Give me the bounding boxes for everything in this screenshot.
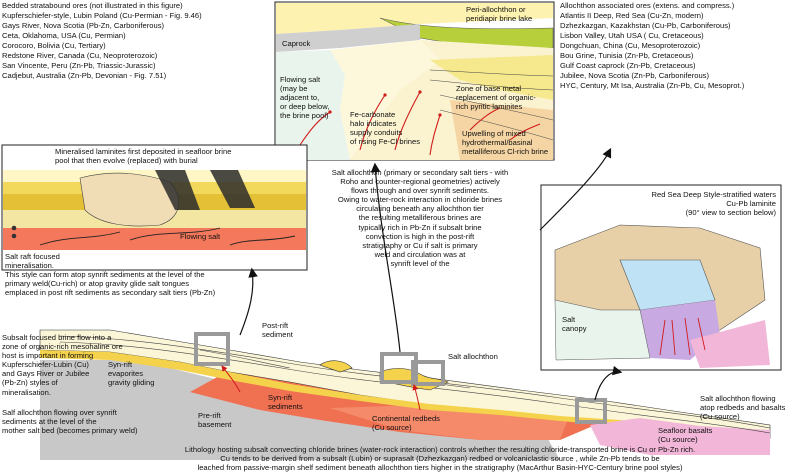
highlight-box-raft bbox=[380, 352, 418, 384]
salt-raft-text: Salt raft focused mineralisation. This s… bbox=[5, 252, 216, 298]
postrift-sediment-label: Post-rift sediment bbox=[262, 321, 293, 340]
main-cross-section bbox=[39, 329, 771, 460]
inset-red-sea bbox=[540, 184, 782, 371]
connector-arrows bbox=[239, 147, 623, 401]
allochthon-item-6: Gulf Coast caprock (Zn-Pb, Cretaceous) bbox=[560, 61, 696, 70]
synrift-sediments-label: Syn-rift sediments bbox=[268, 393, 303, 412]
synrift-evaporites-label: Syn-rift evaporites gravity gliding bbox=[108, 360, 155, 388]
allochthon-item-1: Atlantis II Deep, Red Sea (Cu-Zn, modern… bbox=[560, 11, 704, 20]
allochthon-item-4: Dongchuan, China (Cu, Mesoproterozoic) bbox=[560, 41, 701, 50]
allochthon-item-5: Bou Grine, Tunisia (Zn-Pb, Cretaceous) bbox=[560, 51, 694, 60]
bedded-item-5: Redstone River, Canada (Cu, Neoproterozo… bbox=[2, 51, 158, 60]
mother-salt-text: Salf allochthon flowing over synrift sed… bbox=[2, 408, 138, 436]
peri-allochthon-label: Peri-allochthon or peridiapir brine lake bbox=[466, 5, 533, 24]
seafloor-basalts-label: Seafloor basalts (Cu source) bbox=[658, 426, 713, 445]
allochthon-item-7: Jubilee, Nova Scotia (Zn-Pb, Carbonifero… bbox=[560, 71, 709, 80]
prerift-basement-label: Pre-rift basement bbox=[198, 411, 232, 430]
bedded-item-6: San Vincente, Peru (Zn-Pb, Triassic-Jura… bbox=[2, 61, 156, 70]
highlight-box-allochthon bbox=[411, 360, 445, 386]
flowing-salt-body bbox=[276, 50, 350, 160]
caprock-label: Caprock bbox=[282, 39, 311, 48]
allochthon-item-3: Lisbon Valley, Utah USA ( Cu, Cretaceous… bbox=[560, 31, 704, 40]
allochthon-item-2: Dzhezkazgan, Kazakhstan (Cu-Pb, Carbonif… bbox=[560, 21, 731, 30]
allochthon-list-title: Allochthon associated ores (extens. and … bbox=[560, 1, 735, 10]
allochthon-item-8: HYC, Century, Mt Isa, Australia (Zn-Pb, … bbox=[560, 81, 745, 90]
flowing-salt-top-label: Flowing salt (may be adjacent to, or dee… bbox=[280, 75, 330, 121]
salt-canopy-label: Salt canopy bbox=[562, 315, 587, 334]
subsalt-brine-text: Subsalt focused brine flow into a zone o… bbox=[2, 333, 123, 397]
fe-carbonate-label: Fe-carbonate halo indicates supply condu… bbox=[350, 110, 421, 147]
bedded-item-4: Corocoro, Bolivia (Cu, Tertiary) bbox=[2, 41, 106, 50]
center-allochthon-text: Salt allochthon (primary or secondary sa… bbox=[331, 168, 509, 268]
flowing-salt-left-label: Flowing salt bbox=[180, 232, 221, 241]
footer-caption: Lithology hosting subsalt convecting chl… bbox=[184, 445, 696, 473]
base-metal-zone-label: Zone of base metal replacement of organi… bbox=[456, 84, 536, 112]
highlight-box-redsea bbox=[575, 398, 607, 424]
bedded-item-1: Kupferschiefer-style, Lubin Poland (Cu-P… bbox=[2, 11, 202, 20]
red-sea-caption: Red Sea Deep Style-stratified waters Cu-… bbox=[651, 190, 776, 218]
bedded-item-7: Cadjebut, Australia (Zn-Pb, Devonian - F… bbox=[2, 71, 167, 80]
salt-allochthon-label: Salt allochthon bbox=[448, 352, 498, 361]
bedded-item-3: Ceta, Oklahoma, USA (Cu, Permian) bbox=[2, 31, 126, 40]
highlight-box-subsalt bbox=[194, 332, 230, 366]
salt-layer bbox=[40, 350, 770, 440]
bedded-list-title: Bedded stratabound ores (not illustrated… bbox=[2, 1, 183, 10]
upwelling-label: Upwelling of mixed hydrothermal/basinal … bbox=[462, 129, 549, 157]
salt-canopy-body bbox=[554, 299, 651, 361]
salt-raft-body bbox=[79, 172, 179, 227]
inset-salt-raft bbox=[1, 144, 308, 271]
inset-brine-lake bbox=[274, 1, 555, 161]
continental-redbeds-label: Continental redbeds (Cu source) bbox=[372, 414, 440, 433]
laminites-caption: Mineralised laminites first deposited in… bbox=[55, 147, 232, 166]
allochthon-flowing-label: Salt allochthon flowing atop redbeds and… bbox=[700, 394, 785, 422]
seafloor-basalts-layer bbox=[590, 418, 770, 455]
bedded-item-2: Gays River, Nova Scotia (Pb-Zn, Carbonif… bbox=[2, 21, 165, 30]
